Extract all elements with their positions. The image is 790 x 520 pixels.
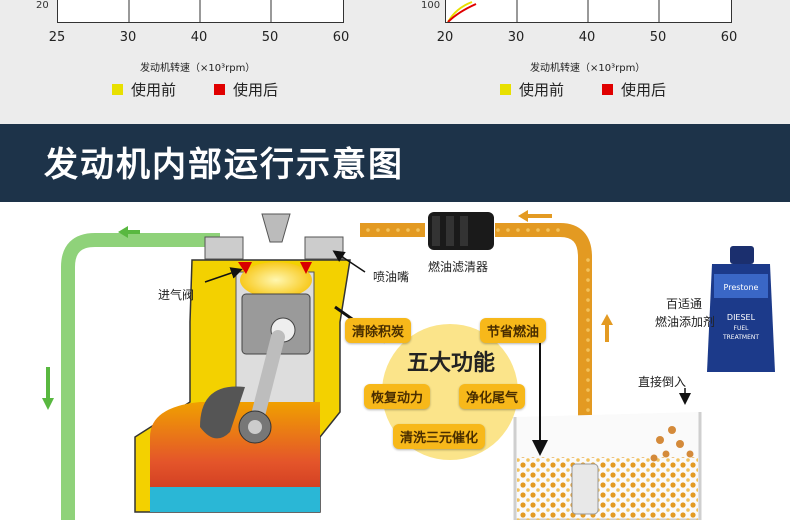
function-badge: 节省燃油 — [480, 318, 547, 343]
left-y-tick: 20 — [36, 0, 49, 11]
engine-diagram: Prestone DIESEL FUEL TREATMENT — [42, 210, 775, 520]
function-badge: 恢复动力 — [364, 384, 431, 409]
spark-plug — [261, 213, 291, 243]
right-x-tick: 60 — [720, 30, 738, 45]
exhaust-valve — [304, 236, 344, 260]
flow-arrow-down-head — [42, 398, 54, 410]
product-bottle: Prestone DIESEL FUEL TREATMENT — [707, 246, 775, 372]
additive-drops — [650, 426, 694, 462]
legend-item-after: 使用后 — [214, 79, 278, 100]
intake-valve — [204, 236, 244, 260]
right-x-tick: 30 — [507, 30, 525, 45]
function-badge: 净化尾气 — [459, 384, 526, 409]
legend-label: 使用后 — [621, 80, 667, 99]
legend-label: 使用前 — [519, 80, 565, 99]
left-x-tick: 40 — [190, 30, 208, 45]
section-title: 发动机内部运行示意图 — [44, 145, 404, 185]
pour-in-label: 直接倒入 — [638, 375, 687, 389]
left-chart-plot — [57, 0, 344, 23]
legend-label: 使用后 — [233, 80, 279, 99]
section-banner — [0, 124, 790, 202]
product-name-line2: 燃油添加剂 — [655, 315, 716, 329]
svg-text:FUEL: FUEL — [734, 325, 750, 332]
function-badge: 清洗三元催化 — [393, 424, 486, 449]
engine-block — [134, 213, 351, 513]
left-x-tick: 25 — [48, 30, 66, 45]
left-chart-grid — [128, 0, 272, 22]
legend-swatch-yellow — [500, 83, 511, 95]
left-x-axis-label: 发动机转速（×10³rpm） — [140, 63, 256, 74]
flow-arrow-left-head — [118, 226, 128, 238]
svg-text:TREATMENT: TREATMENT — [722, 334, 759, 341]
pointer-intake — [204, 267, 243, 283]
right-after-curve — [447, 3, 477, 23]
pointer-injector — [332, 250, 366, 273]
legend-item-before: 使用前 — [112, 79, 176, 100]
left-x-tick: 30 — [119, 30, 137, 45]
legend-swatch-red — [602, 83, 614, 95]
fuel-filter-label: 燃油滤清器 — [428, 260, 489, 274]
functions-title: 五大功能 — [407, 351, 496, 376]
left-x-tick: 60 — [332, 30, 350, 45]
fuel-in-tank — [517, 457, 698, 520]
legend-swatch-yellow — [112, 83, 123, 95]
legend-swatch-red — [214, 83, 226, 95]
right-chart-plot — [445, 0, 732, 23]
crankcase — [150, 402, 320, 502]
crankshaft — [200, 386, 245, 439]
right-legend: 使用前 使用后 — [500, 79, 704, 99]
combustion-flash — [240, 262, 312, 298]
right-x-tick: 20 — [436, 30, 454, 45]
legend-item-before: 使用前 — [500, 79, 564, 100]
right-chart-grid — [447, 0, 660, 23]
oil-sump — [150, 487, 320, 512]
return-pipe — [61, 233, 220, 520]
intake-valve-label: 进气阀 — [158, 288, 195, 302]
svg-text:DIESEL: DIESEL — [727, 313, 756, 322]
injector-label: 喷油嘴 — [373, 270, 410, 284]
left-x-tick: 50 — [261, 30, 279, 45]
function-badge: 清除积炭 — [345, 318, 412, 343]
legend-label: 使用前 — [131, 80, 177, 99]
right-x-tick: 40 — [578, 30, 596, 45]
bottle-brand: Prestone — [724, 283, 759, 292]
product-name-line1: 百适通 — [666, 297, 703, 311]
fuel-pump — [571, 463, 599, 515]
right-x-axis-label: 发动机转速（×10³rpm） — [530, 63, 646, 74]
right-x-tick: 50 — [649, 30, 667, 45]
fuel-pipe-2 — [495, 223, 592, 472]
right-y-tick: 100 — [421, 0, 441, 11]
left-legend: 使用前 使用后 — [112, 79, 316, 99]
legend-item-after: 使用后 — [602, 79, 666, 100]
